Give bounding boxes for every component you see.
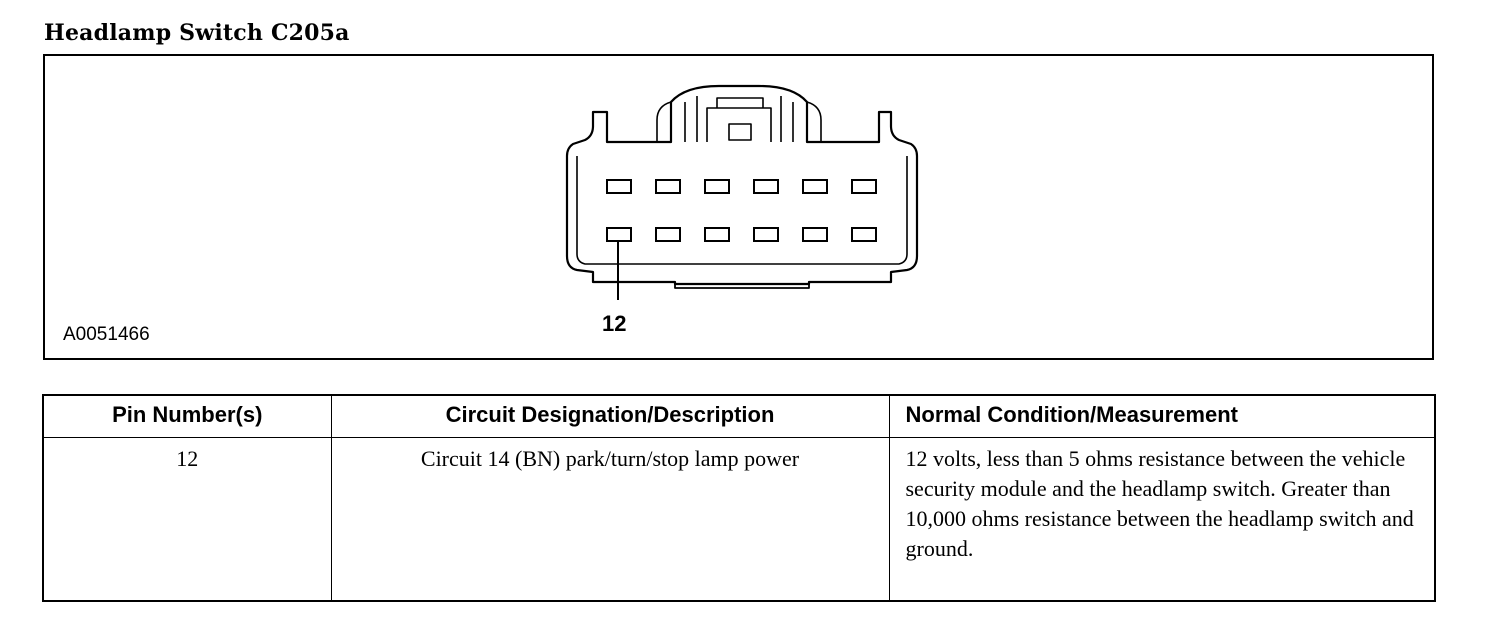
connector-bottom-key — [674, 282, 810, 289]
cavity-7 — [851, 227, 877, 242]
cavity-8 — [802, 227, 828, 242]
cavity-4 — [753, 179, 779, 194]
cell-normal-condition: 12 volts, less than 5 ohms resistance be… — [888, 436, 1436, 602]
connector-outline — [565, 84, 919, 286]
cavity-1 — [606, 179, 632, 194]
lock-tab-left — [656, 101, 672, 142]
lock-latch — [728, 123, 752, 141]
cell-pin: 12 — [42, 436, 332, 602]
header-circuit: Circuit Designation/Description — [330, 394, 890, 438]
lock-tab-right — [806, 101, 822, 142]
cavity-11 — [655, 227, 681, 242]
lock-top — [716, 97, 764, 108]
cavity-12 — [606, 227, 632, 242]
cavity-3 — [704, 179, 730, 194]
table-header-row: Pin Number(s) Circuit Designation/Descri… — [42, 394, 1436, 438]
header-pin-numbers: Pin Number(s) — [42, 394, 332, 438]
header-normal-condition: Normal Condition/Measurement — [888, 394, 1436, 438]
cavity-5 — [802, 179, 828, 194]
cell-circuit: Circuit 14 (BN) park/turn/stop lamp powe… — [330, 436, 890, 602]
lock-window — [706, 107, 772, 142]
pin-callout-label: 12 — [602, 311, 627, 336]
terminal-cavities — [606, 179, 877, 242]
figure-id: A0051466 — [63, 324, 150, 345]
table-row: 12 Circuit 14 (BN) park/turn/stop lamp p… — [42, 436, 1436, 602]
cavity-2 — [655, 179, 681, 194]
page-title: Headlamp Switch C205a — [44, 20, 350, 46]
connector-face-diagram — [565, 84, 919, 300]
connector-inner-line — [576, 156, 908, 265]
lock-ribs — [684, 96, 794, 142]
connector-figure: 12 A0051466 — [43, 54, 1434, 360]
cavity-6 — [851, 179, 877, 194]
cavity-9 — [753, 227, 779, 242]
pin-table: Pin Number(s) Circuit Designation/Descri… — [42, 394, 1436, 602]
cavity-10 — [704, 227, 730, 242]
